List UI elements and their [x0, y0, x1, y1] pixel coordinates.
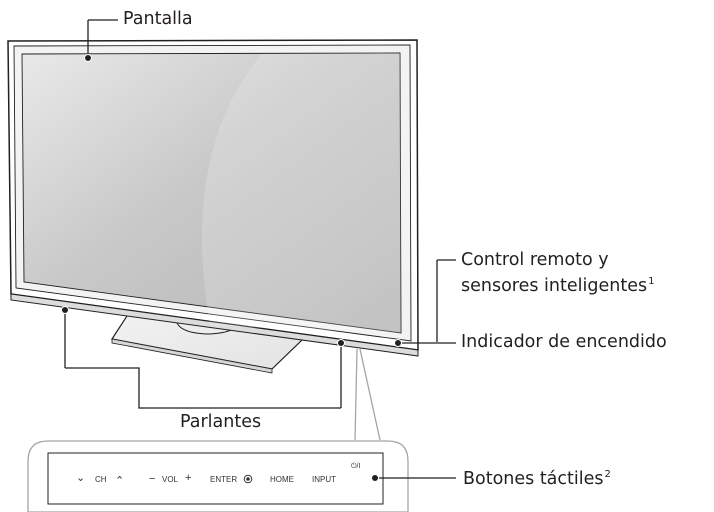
ch-label: CH	[95, 475, 107, 484]
speakers-callout	[61, 306, 345, 409]
input-button[interactable]: INPUT	[312, 475, 336, 484]
chevron-up-icon[interactable]: ⌃	[115, 474, 125, 487]
screen-label: Pantalla	[123, 9, 193, 29]
enter-button[interactable]: ENTER	[210, 475, 238, 484]
touch-buttons-footnote: 2	[604, 469, 611, 480]
remote-sensor-callout	[436, 259, 456, 342]
vol-plus-button[interactable]: +	[185, 472, 192, 484]
tv-body	[7, 39, 419, 357]
vol-minus-button[interactable]: −	[149, 473, 156, 485]
power-button[interactable]: ⏻/I	[351, 463, 361, 470]
touch-buttons-callout	[371, 474, 456, 482]
screen	[21, 52, 402, 334]
remote-sensors-label-line1: Control remoto y	[461, 250, 609, 270]
remote-sensors-footnote: 1	[648, 276, 655, 287]
home-button[interactable]: HOME	[270, 475, 294, 484]
vol-label: VOL	[162, 475, 179, 484]
remote-sensors-label-text: sensores inteligentes	[461, 276, 648, 296]
screen-callout	[84, 19, 118, 62]
power-indicator-callout	[394, 339, 456, 347]
power-indicator-label: Indicador de encendido	[461, 332, 667, 352]
touch-buttons-label-text: Botones táctiles	[463, 469, 604, 489]
enter-target-icon	[243, 474, 253, 484]
chevron-down-icon[interactable]: ⌄	[76, 471, 86, 484]
touch-buttons-label: Botones táctiles2	[463, 470, 611, 489]
touch-panel-zoom-lines	[354, 348, 381, 441]
touch-panel-box	[27, 440, 409, 512]
remote-sensors-label-line2: sensores inteligentes1	[461, 277, 654, 296]
speakers-label: Parlantes	[180, 412, 262, 432]
